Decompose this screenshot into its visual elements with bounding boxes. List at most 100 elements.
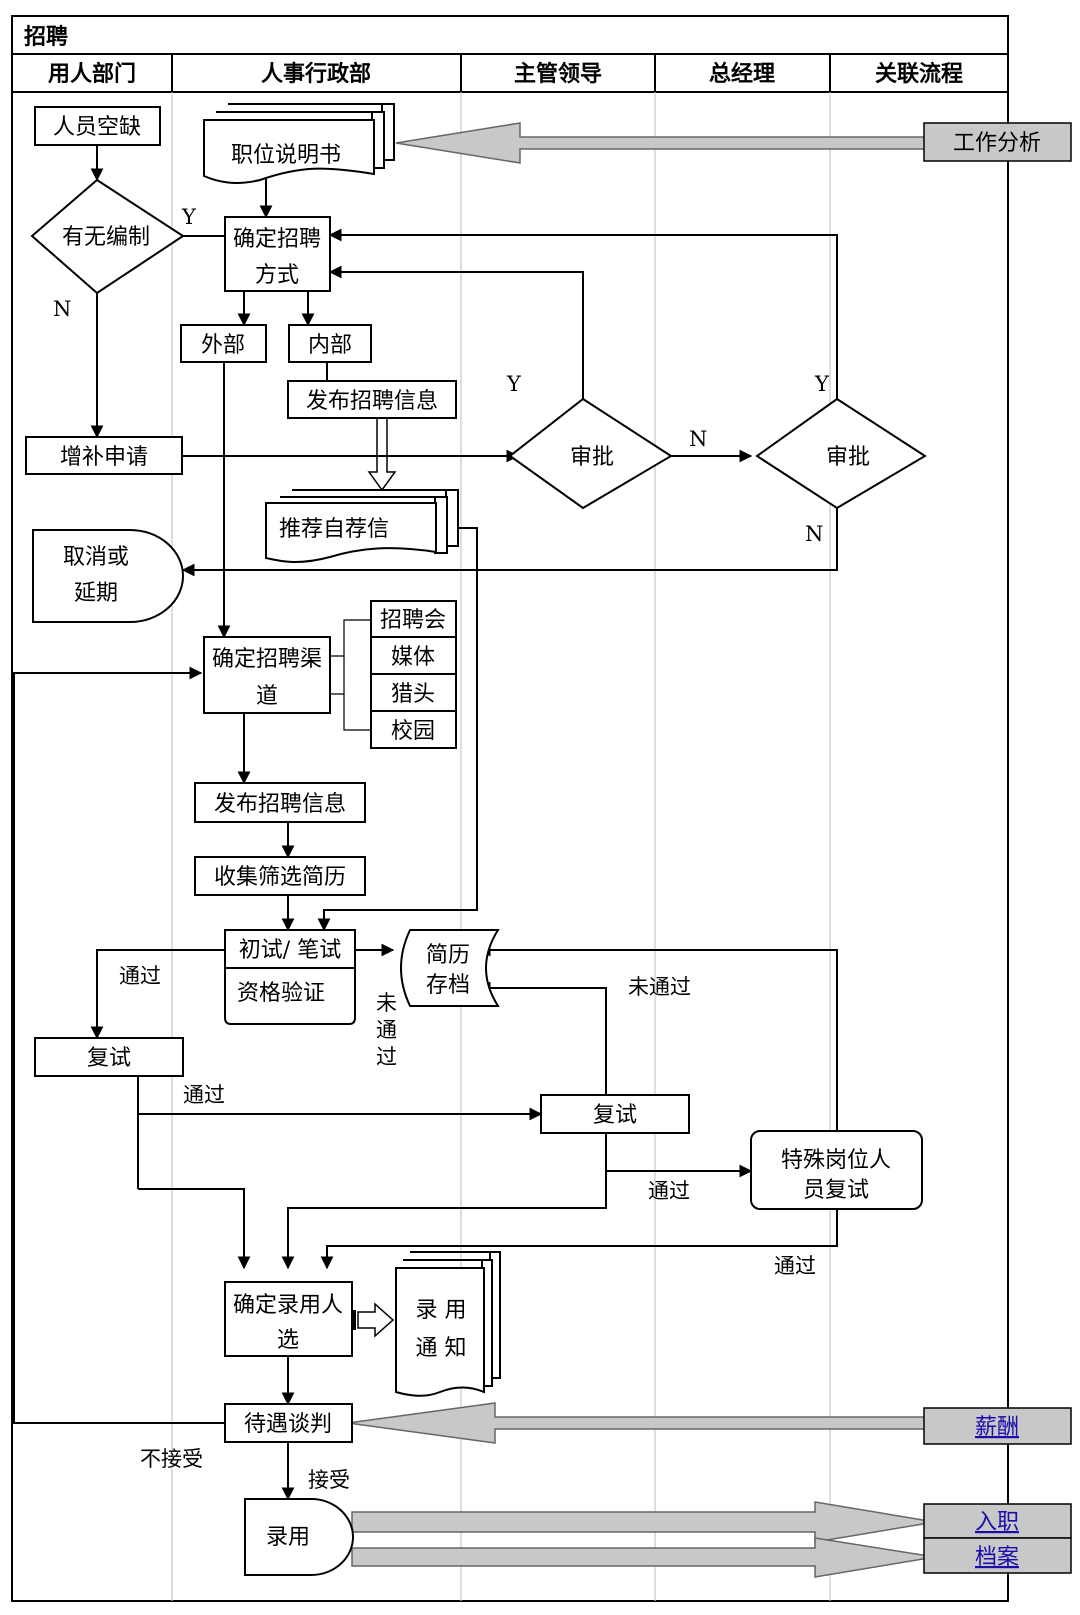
pass-label-supervisor-retest: 通过 — [648, 1179, 690, 1203]
resume-archive-storage — [400, 929, 500, 1007]
recommendation-letter-document — [265, 489, 459, 564]
collect-resumes-box — [194, 856, 366, 896]
dept-retest-label: 复试 — [87, 1046, 131, 1071]
qualification-check-label: 资格验证 — [237, 981, 325, 1006]
resume-archive-line1: 简历 — [426, 943, 470, 968]
job-analysis-label: 工作分析 — [953, 131, 1041, 156]
recruitment-channel-line2: 道 — [256, 684, 278, 709]
job-analysis-arrow — [395, 122, 936, 164]
onboarding-arrow — [351, 1501, 936, 1543]
decide-hire-line2: 选 — [277, 1328, 299, 1353]
dept-retest-box — [34, 1037, 184, 1077]
channel-job-fair: 招聘会 — [380, 608, 446, 633]
pass-label-dept-retest: 通过 — [183, 1083, 225, 1107]
channel-option-box — [370, 600, 457, 638]
diagram-frame — [11, 15, 1009, 1602]
onboarding-link[interactable]: 入职 — [975, 1510, 1019, 1535]
special-retest-line2: 员复试 — [803, 1178, 869, 1203]
supervisor-approval-decision — [508, 397, 673, 510]
supervisor-approval-label: 审批 — [570, 445, 614, 470]
pass-label-special-retest: 通过 — [774, 1254, 816, 1278]
diagram-title: 招聘 — [24, 25, 68, 50]
recruitment-method-line2: 方式 — [255, 263, 299, 288]
publish-info-label: 发布招聘信息 — [214, 792, 346, 817]
recruitment-channel-box — [203, 636, 331, 714]
special-retest-line1: 特殊岗位人 — [781, 1148, 891, 1173]
channel-campus: 校园 — [391, 719, 435, 744]
first-interview-label: 初试/ 笔试 — [239, 938, 341, 963]
decide-hire-line1: 确定录用人 — [233, 1293, 343, 1318]
supervisor-retest-box — [540, 1094, 690, 1134]
hire-box — [244, 1498, 354, 1576]
lane-header-hr-admin: 人事行政部 — [261, 61, 371, 87]
job-description-document — [203, 103, 395, 184]
offer-notice-document — [395, 1251, 501, 1397]
first-interview-box — [224, 929, 356, 969]
salary-negotiation-label: 待遇谈判 — [244, 1412, 332, 1437]
recruitment-channel-line1: 确定招聘渠 — [212, 647, 322, 672]
fail-label-first-test-3: 过 — [376, 1045, 397, 1069]
offer-notice-line2: 通 知 — [416, 1336, 467, 1361]
archive-link-box[interactable] — [923, 1537, 1072, 1574]
vacancy-label: 人员空缺 — [53, 115, 141, 140]
supervisor-retest-label: 复试 — [593, 1103, 637, 1128]
offer-notice-line1: 录 用 — [416, 1298, 467, 1323]
resume-archive-line2: 存档 — [426, 973, 470, 998]
yes-label-gm: Y — [814, 372, 830, 396]
channel-option-box — [370, 710, 457, 749]
recruitment-method-line1: 确定招聘 — [233, 227, 321, 252]
no-label-gm: N — [805, 522, 823, 546]
collect-resumes-label: 收集筛选简历 — [214, 865, 346, 890]
internal-label: 内部 — [308, 333, 352, 358]
job-description-label: 职位说明书 — [231, 143, 341, 168]
accept-label: 接受 — [308, 1468, 350, 1492]
salary-link-box[interactable] — [923, 1407, 1072, 1445]
establishment-label: 有无编制 — [62, 225, 150, 250]
channel-headhunter: 猎头 — [391, 682, 435, 707]
publish-info-box — [194, 782, 366, 823]
supplement-request-box — [25, 436, 183, 475]
archive-arrow — [351, 1537, 936, 1578]
no-label-establishment: N — [53, 297, 71, 321]
lane-header-general-manager: 总经理 — [709, 61, 775, 87]
channel-option-box — [370, 673, 457, 712]
reject-label: 不接受 — [140, 1447, 203, 1471]
cancel-or-delay-box — [32, 529, 184, 623]
fail-label-first-test-2: 通 — [376, 1018, 397, 1042]
publish-internal-label: 发布招聘信息 — [306, 389, 438, 414]
salary-arrow — [347, 1402, 936, 1444]
external-box — [180, 324, 267, 363]
recruitment-method-box — [224, 216, 331, 292]
yes-label-supervisor: Y — [506, 372, 522, 396]
hire-label: 录用 — [266, 1525, 310, 1550]
decide-hire-box — [224, 1281, 353, 1357]
fail-label-retest: 未通过 — [628, 975, 691, 999]
pass-label-first-test: 通过 — [119, 964, 161, 988]
no-label-supervisor: N — [689, 427, 707, 451]
yes-label-establishment: Y — [181, 205, 197, 229]
gm-approval-decision — [755, 397, 927, 510]
qualification-check-box — [224, 967, 356, 1025]
external-label: 外部 — [201, 333, 245, 358]
gm-approval-label: 审批 — [826, 445, 870, 470]
supplement-request-label: 增补申请 — [60, 445, 148, 470]
vacancy-box — [34, 106, 161, 146]
lane-header-user-dept: 用人部门 — [48, 61, 136, 87]
publish-internal-box — [287, 380, 457, 419]
archive-link[interactable]: 档案 — [975, 1545, 1019, 1570]
special-retest-box — [750, 1130, 923, 1210]
cancel-or-delay-line2: 延期 — [74, 581, 118, 606]
salary-link[interactable]: 薪酬 — [975, 1415, 1019, 1440]
channel-option-box — [370, 636, 457, 675]
salary-negotiation-box — [224, 1403, 353, 1443]
establishment-decision — [30, 178, 185, 295]
job-analysis-box[interactable] — [923, 122, 1072, 162]
channel-media: 媒体 — [391, 645, 435, 670]
fail-label-first-test-1: 未 — [376, 991, 397, 1015]
lane-header-supervisor: 主管领导 — [514, 61, 602, 87]
internal-box — [288, 324, 372, 363]
cancel-or-delay-line1: 取消或 — [63, 545, 129, 570]
recommendation-letter-label: 推荐自荐信 — [279, 517, 389, 542]
lane-header-related-process: 关联流程 — [875, 61, 963, 87]
